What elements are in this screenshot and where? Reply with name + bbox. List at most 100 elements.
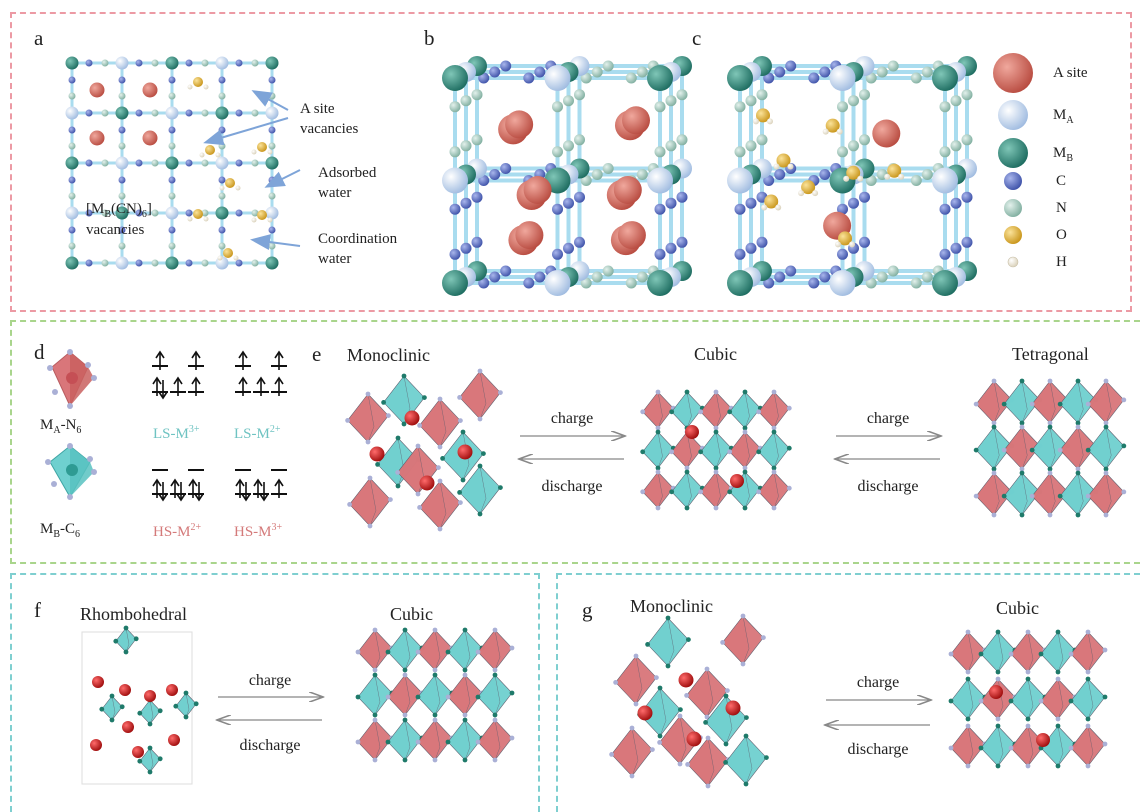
vacancy-text: vacancies [86, 222, 145, 238]
cn-atom [523, 277, 535, 289]
e-arrows-2 [836, 436, 940, 459]
o-atom [887, 163, 902, 178]
c-atom [135, 259, 143, 267]
a-site-atom [617, 221, 646, 250]
hs-m2-label: HS-M2+ [153, 522, 202, 540]
a-site-atom [730, 474, 744, 488]
cn-atom [602, 163, 614, 174]
cn-atom [859, 191, 870, 203]
cn-atom [837, 101, 848, 113]
cn-atom [819, 169, 831, 180]
panel-label-g: g [582, 598, 593, 622]
c-atom [235, 209, 243, 217]
a-site-atom [122, 721, 134, 733]
cn-atom [774, 169, 786, 180]
n-atom [151, 159, 159, 167]
cn-atom [785, 60, 797, 72]
c-atom [185, 209, 193, 217]
cn-atom [734, 101, 746, 113]
cn-atom [910, 72, 922, 84]
cn-atom [500, 60, 512, 72]
mb-atom [65, 256, 79, 270]
cn-atom [950, 242, 962, 254]
cn-atom [865, 175, 877, 186]
legend-o-sphere [1004, 226, 1022, 244]
cn-atom [665, 242, 677, 254]
e-charge-label-2: charge [866, 410, 910, 427]
n-atom [201, 159, 209, 167]
c-atom [135, 59, 143, 67]
n-atom [201, 109, 209, 117]
ma-atom [115, 56, 129, 70]
f-discharge-label: discharge [239, 737, 301, 754]
h-atom [215, 152, 221, 158]
cn-atom [563, 242, 574, 254]
o-atom [756, 108, 770, 123]
g-arrows [826, 700, 930, 725]
panel-label-c: c [692, 26, 702, 50]
cn-atom [489, 169, 501, 180]
panel-label-d: d [34, 340, 45, 364]
c-atom [85, 259, 93, 267]
c-atom [168, 226, 176, 234]
n-atom [101, 159, 109, 167]
h-atom [787, 163, 794, 170]
cn-atom [808, 72, 820, 84]
cn-atom [478, 72, 490, 84]
cn-atom [580, 72, 592, 84]
e-charge-label-1: charge [550, 410, 594, 427]
mb-atom [65, 156, 79, 170]
h-atom [822, 128, 829, 135]
a-site-atom [119, 684, 131, 696]
legend-label-h: H [1056, 254, 1067, 270]
legend-label-a-site: A site [1053, 65, 1088, 81]
cn-atom [848, 197, 859, 209]
cn-atom [950, 95, 962, 107]
cn-atom [774, 271, 786, 283]
ma-atom [932, 167, 958, 194]
c-atom [185, 259, 193, 267]
cn-atom [471, 191, 483, 203]
panel-label-b: b [424, 26, 435, 50]
e-phase-monoclinic: Monoclinic [347, 345, 430, 365]
c-atom [85, 59, 93, 67]
vacancy-formula: [MB(CN)6] [86, 201, 152, 220]
n-atom [251, 59, 259, 67]
n-atom [118, 92, 126, 100]
mb-atom [727, 65, 753, 91]
n-atom [118, 192, 126, 200]
cn-atom [654, 146, 666, 158]
n-atom [218, 92, 226, 100]
e-discharge-label-2: discharge [857, 478, 919, 495]
cn-atom [654, 248, 666, 260]
o-atom [846, 165, 861, 180]
cn-atom [591, 271, 603, 283]
n-atom [251, 109, 259, 117]
n-atom [151, 259, 159, 267]
cn-atom [460, 140, 472, 152]
cn-atom [910, 277, 922, 289]
c-atom [185, 109, 193, 117]
cn-atom [563, 95, 574, 107]
ma-atom [215, 156, 229, 170]
cn-atom [625, 72, 637, 84]
hs-m3-label: HS-M3+ [234, 522, 283, 540]
h-atom [898, 173, 905, 180]
n-atom [151, 209, 159, 217]
cn-atom [591, 169, 603, 180]
a-site-atom [686, 731, 702, 747]
c-atom [85, 209, 93, 217]
panel-middle-border [10, 320, 1140, 564]
cn-atom [819, 66, 831, 78]
ma-n6-label: MA-N6 [40, 417, 82, 436]
n-atom [151, 59, 159, 67]
legend-label-mb: MB [1053, 145, 1074, 164]
cn-atom [574, 236, 585, 248]
cn-atom [774, 66, 786, 78]
f-phase-cubic: Cubic [390, 604, 433, 624]
cn-atom [449, 203, 461, 215]
a-site-atom [369, 446, 385, 462]
mb-atom [65, 56, 79, 70]
o-atom [193, 77, 203, 87]
cn-atom [449, 146, 461, 158]
